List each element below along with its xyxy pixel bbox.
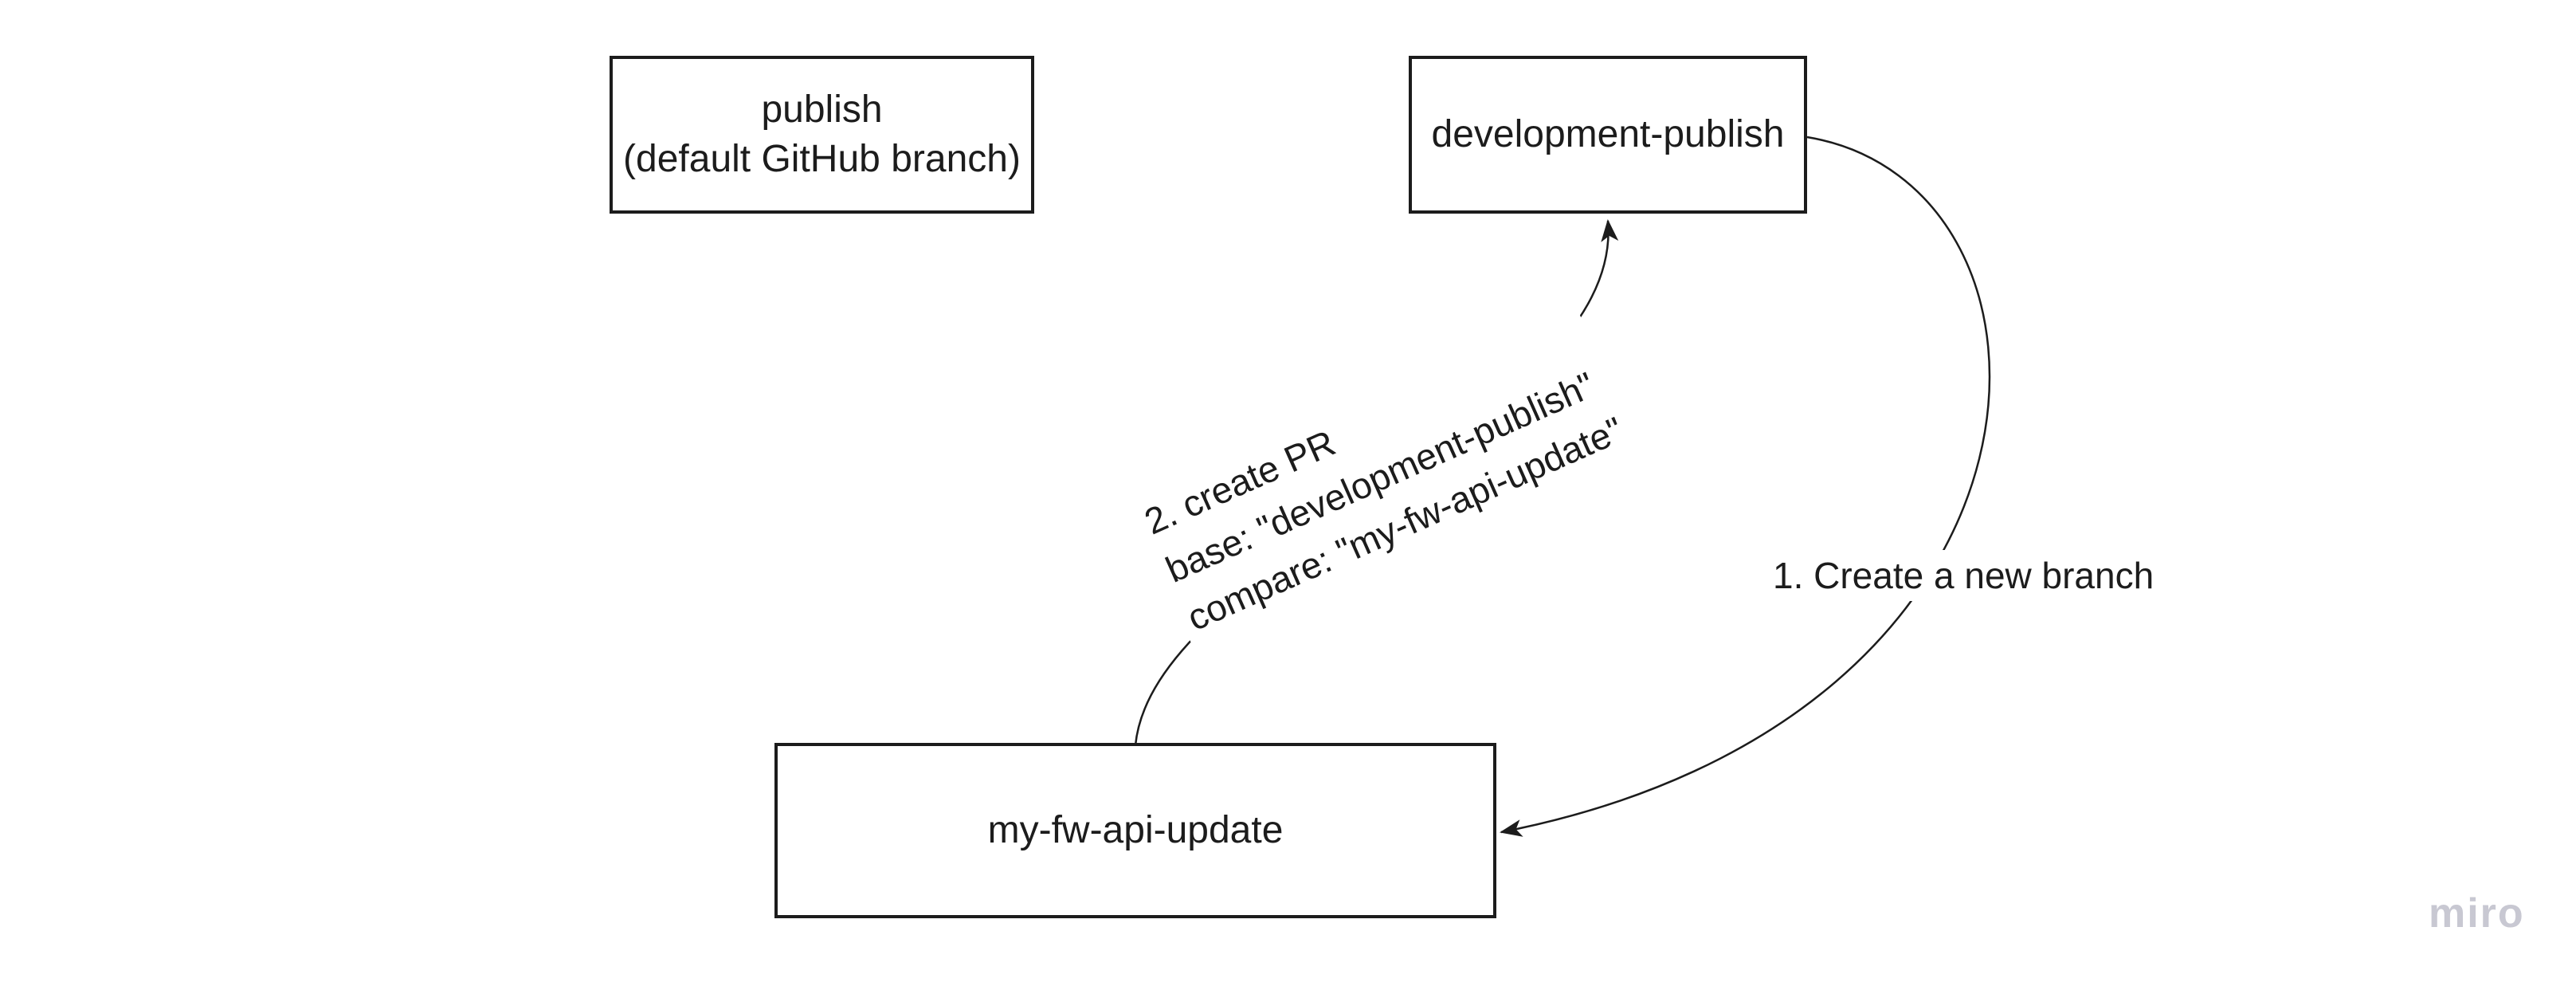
node-publish-label-line2: (default GitHub branch) xyxy=(623,138,1021,180)
node-development-publish-label: development-publish xyxy=(1431,113,1785,155)
node-my-fw-api-update-label: my-fw-api-update xyxy=(987,809,1284,851)
connector-create-branch[interactable] xyxy=(1500,136,1991,837)
node-my-fw-api-update[interactable]: my-fw-api-update xyxy=(774,743,1496,918)
connector-label-create-branch[interactable]: 1. Create a new branch xyxy=(1765,550,2162,601)
miro-watermark: miro xyxy=(2429,890,2525,937)
node-publish-label-line1: publish xyxy=(761,88,883,131)
node-development-publish[interactable]: development-publish xyxy=(1409,56,1807,214)
node-publish[interactable]: publish (default GitHub branch) xyxy=(610,56,1034,214)
